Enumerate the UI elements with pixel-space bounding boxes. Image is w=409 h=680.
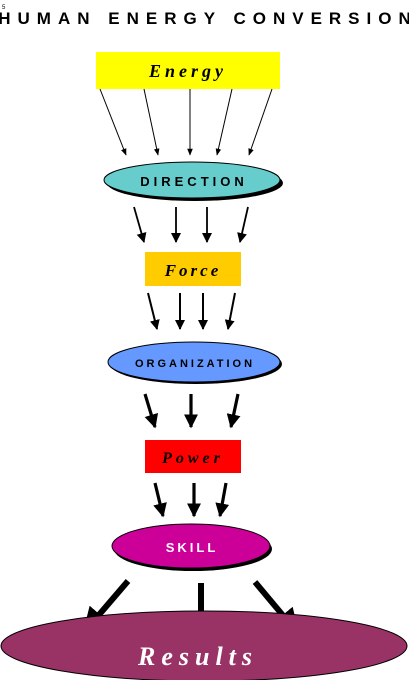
arrows-force-to-organization — [147, 292, 236, 330]
arrow-organization-power-3 — [226, 393, 241, 429]
power-box — [145, 440, 241, 473]
arrows-energy-to-direction — [99, 88, 273, 156]
arrow-energy-direction-1 — [99, 88, 127, 156]
arrow-organization-power-1 — [143, 393, 159, 429]
power-label: Power — [161, 450, 224, 467]
force-label: Force — [164, 261, 222, 280]
arrow-energy-direction-4 — [215, 88, 233, 156]
arrows-organization-to-power — [143, 393, 241, 429]
arrow-direction-force-1 — [133, 206, 147, 243]
arrows-direction-to-force — [133, 206, 249, 243]
diagram-title: HUMAN ENERGY CONVERSION — [0, 9, 409, 28]
skill-ellipse — [111, 523, 271, 569]
results-ellipse — [0, 610, 408, 680]
arrow-direction-force-4 — [237, 206, 249, 243]
arrow-power-skill-3 — [215, 482, 230, 518]
direction-ellipse — [103, 161, 281, 199]
arrows-power-to-skill — [153, 482, 230, 518]
arrow-energy-direction-5 — [248, 88, 273, 156]
skill-label: SKILL — [166, 540, 219, 555]
arrow-energy-direction-2 — [143, 88, 160, 156]
arrow-power-skill-1 — [153, 482, 167, 518]
direction-label: DIRECTION — [140, 174, 248, 189]
arrow-force-organization-4 — [224, 292, 236, 330]
organization-ellipse — [107, 341, 281, 383]
results-label: Results — [137, 642, 258, 671]
energy-box — [96, 52, 280, 89]
energy-label: Energy — [148, 61, 227, 81]
page-number: 5 — [2, 5, 6, 11]
force-box — [145, 252, 241, 286]
arrow-force-organization-1 — [147, 292, 160, 330]
organization-label: ORGANIZATION — [135, 358, 255, 370]
